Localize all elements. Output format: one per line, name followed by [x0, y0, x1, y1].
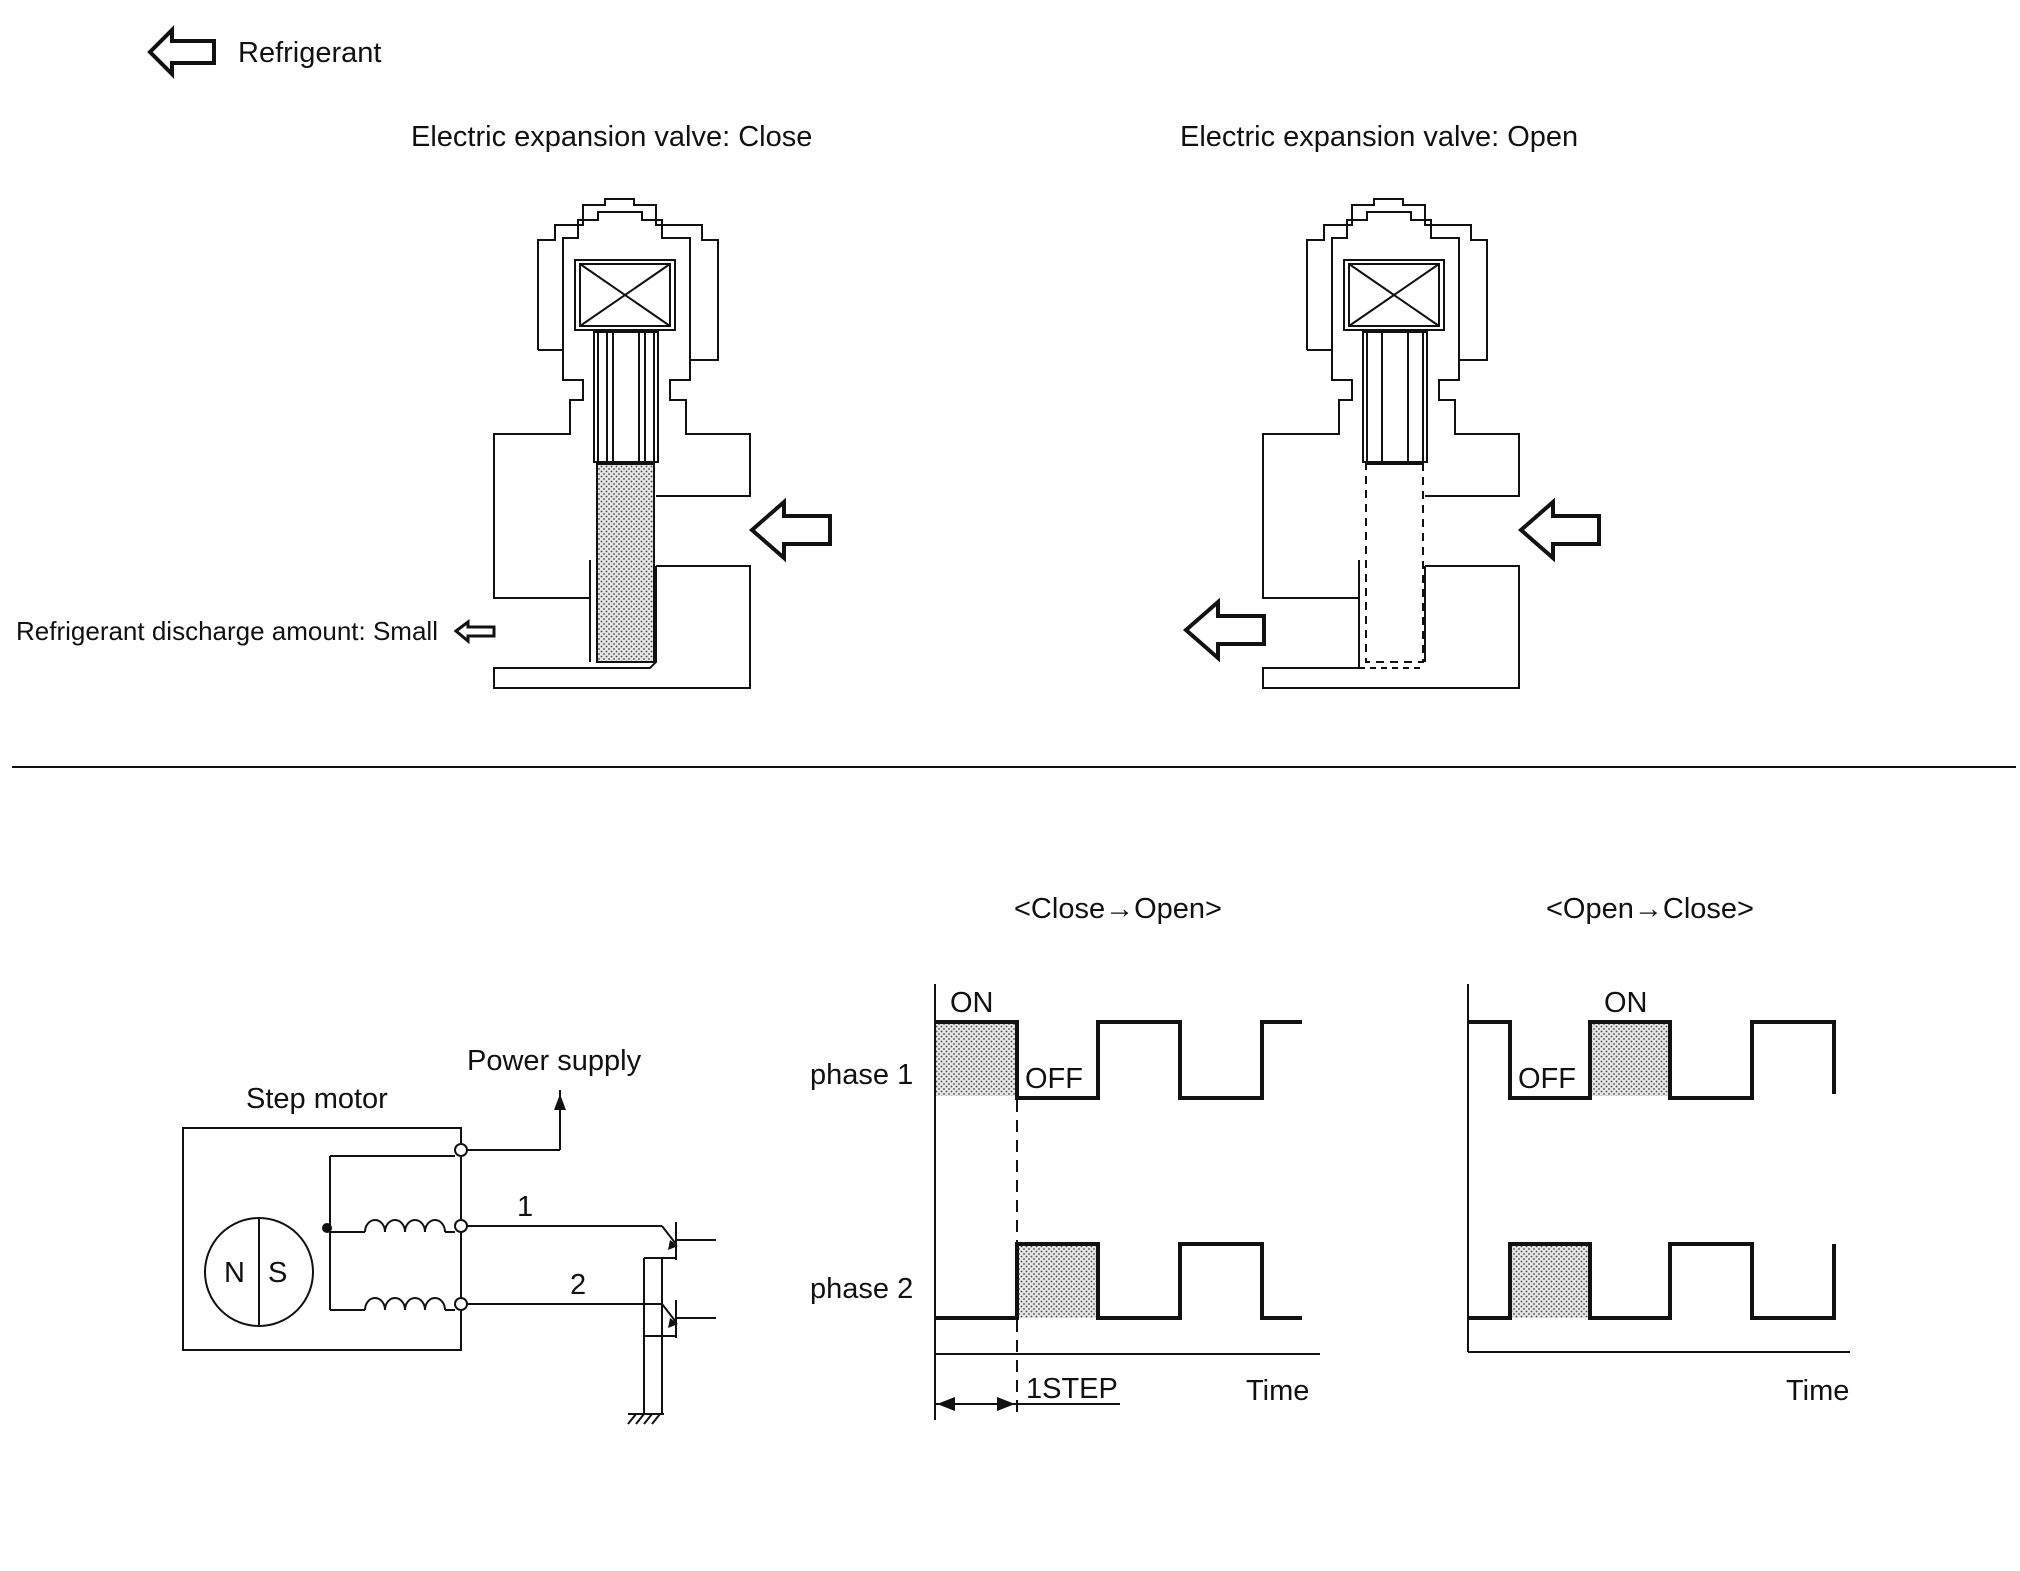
terminal [454, 1297, 468, 1311]
valve-open-title: Electric expansion valve: Open [1180, 121, 1578, 153]
phase2-label: phase 2 [810, 1273, 913, 1305]
coil-icon [1343, 259, 1445, 331]
legend: Refrigerant [147, 25, 381, 79]
step-motor-box [182, 1127, 462, 1351]
step-label: 1STEP [1026, 1373, 1118, 1405]
phase1-label: phase 1 [810, 1059, 913, 1091]
timing-close-open [934, 984, 1320, 1420]
plunger-open [1365, 463, 1424, 663]
emitter-arrow-icon [668, 1240, 678, 1250]
on-label: ON [1604, 987, 1648, 1019]
time-label: Time [1246, 1375, 1309, 1407]
inlet-arrow-icon [1517, 497, 1601, 563]
phase2-on-fill [1510, 1244, 1590, 1318]
junction-dot [322, 1223, 332, 1233]
valve-close [493, 198, 751, 689]
small-discharge-arrow-icon [453, 619, 496, 645]
valve-close-title: Electric expansion valve: Close [411, 121, 812, 153]
inlet-arrow-icon [748, 497, 832, 563]
power-supply-label: Power supply [467, 1045, 642, 1077]
phase1-waveform [935, 1020, 1302, 1100]
terminal [454, 1219, 468, 1233]
coil2-icon [364, 1297, 446, 1311]
coil-icon [574, 259, 676, 331]
phase1-waveform [1468, 1020, 1836, 1100]
step-arrow-right-icon [997, 1397, 1015, 1411]
legend-label: Refrigerant [238, 37, 381, 69]
phase1-on-fill [1590, 1022, 1670, 1096]
phase1-on-fill [935, 1022, 1017, 1096]
left-arrow-icon [147, 25, 216, 79]
coil1-icon [364, 1219, 446, 1233]
plunger-closed [596, 463, 655, 663]
power-arrow-icon [554, 1094, 566, 1110]
valve-open [1262, 198, 1520, 689]
phase2-on-fill [1018, 1244, 1098, 1318]
outlet-arrow-icon [1182, 597, 1266, 663]
close-open-title: <Close→Open> [1014, 893, 1222, 925]
off-label: OFF [1518, 1063, 1576, 1095]
on-label: ON [950, 987, 994, 1019]
wire1-label: 1 [517, 1191, 533, 1223]
time-label: Time [1786, 1375, 1849, 1407]
discharge-label: Refrigerant discharge amount: Small [16, 616, 438, 646]
step-arrow-left-icon [937, 1397, 955, 1411]
pole-s-label: S [268, 1257, 287, 1289]
terminal [454, 1143, 468, 1157]
phase2-waveform [1468, 1242, 1836, 1320]
off-label: OFF [1025, 1063, 1083, 1095]
pole-n-label: N [224, 1257, 245, 1289]
emitter-arrow-icon [668, 1318, 678, 1328]
phase2-waveform [935, 1242, 1302, 1320]
step-motor-label: Step motor [246, 1083, 388, 1115]
step-motor-circuit [182, 1090, 716, 1425]
wire2-label: 2 [570, 1269, 586, 1301]
open-close-title: <Open→Close> [1546, 893, 1754, 925]
timing-open-close [1467, 984, 1850, 1353]
